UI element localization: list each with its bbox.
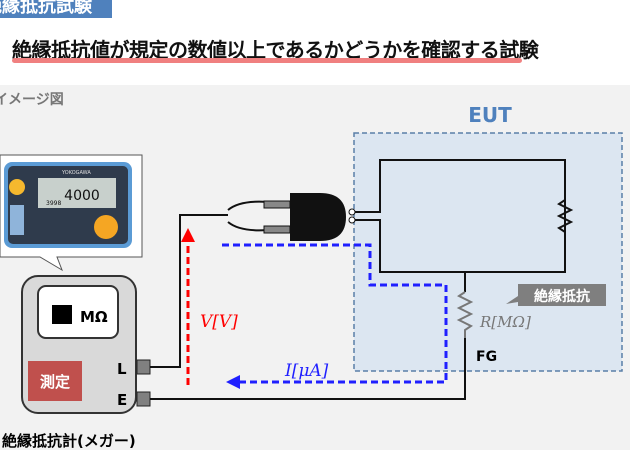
display-unit: MΩ	[80, 308, 108, 326]
svg-text:4000: 4000	[64, 188, 100, 204]
measure-button-label: 測定	[40, 373, 70, 391]
current-label: I[μA]	[284, 361, 329, 381]
voltage-arrowhead	[181, 228, 195, 242]
terminal-l	[136, 359, 151, 375]
eut-label: EUT	[468, 103, 512, 127]
current-arrowhead	[226, 375, 240, 389]
insulation-callout	[518, 284, 606, 306]
wires	[150, 159, 574, 400]
section-tab: 絶縁抵抗試験	[0, 0, 112, 18]
measure-button[interactable]	[28, 361, 82, 401]
terminal-l-label: L	[117, 360, 127, 378]
fg-label: FG	[476, 349, 497, 365]
voltage-label: V[V]	[200, 312, 238, 332]
svg-text:YOKOGAWA: YOKOGAWA	[61, 170, 91, 176]
terminal-e	[136, 391, 151, 407]
terminal-e-label: E	[117, 391, 127, 409]
headline-underline	[12, 58, 522, 63]
meter-photo-callout: 4000 3998 YOKOGAWA	[0, 154, 143, 272]
display-digit-block	[52, 305, 72, 324]
meter-display	[37, 285, 119, 339]
resistance-label: R[MΩ]	[479, 313, 531, 331]
current-arrow	[222, 243, 448, 384]
callout-label: 絶縁抵抗	[534, 288, 590, 305]
section-label: イメージ図	[0, 92, 64, 108]
resistor-r	[456, 291, 474, 338]
eut-box	[353, 132, 623, 372]
plug-icon	[227, 193, 356, 241]
meter-caption: 絶縁抵抗計(メガー)	[2, 432, 136, 450]
svg-text:3998: 3998	[46, 200, 61, 207]
